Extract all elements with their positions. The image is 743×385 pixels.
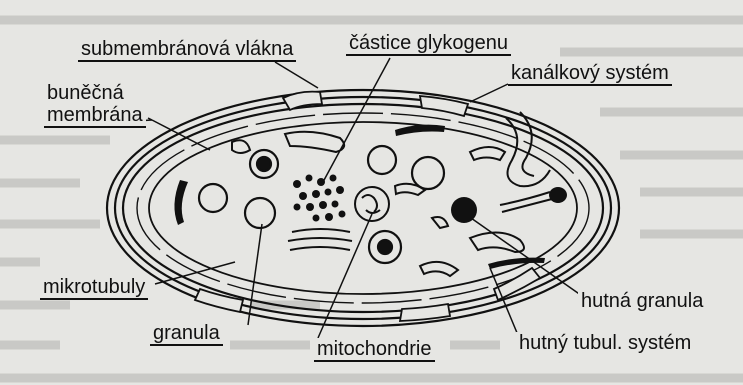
leader-lines bbox=[118, 58, 585, 340]
label-submembranova-vlakna: submembránová vlákna bbox=[78, 38, 296, 62]
label-hutna-granula: hutná granula bbox=[578, 290, 706, 312]
label-bunecna-membrana-line1: buněčná bbox=[44, 82, 127, 104]
label-bunecna-membrana-line2: membrána bbox=[44, 104, 146, 128]
label-mikrotubuly: mikrotubuly bbox=[40, 276, 148, 300]
stacked-tubules bbox=[288, 229, 352, 250]
glycogen-particles bbox=[293, 175, 346, 222]
label-castice-glykogenu: částice glykogenu bbox=[346, 32, 511, 56]
label-granula: granula bbox=[150, 322, 223, 346]
comet-tail bbox=[500, 192, 552, 212]
mitochondrion bbox=[355, 187, 389, 221]
label-mitochondrie: mitochondrie bbox=[314, 338, 435, 362]
label-hutny-tubul-system: hutný tubul. systém bbox=[516, 332, 694, 354]
label-kanalkovy-system: kanálkový systém bbox=[508, 62, 672, 86]
